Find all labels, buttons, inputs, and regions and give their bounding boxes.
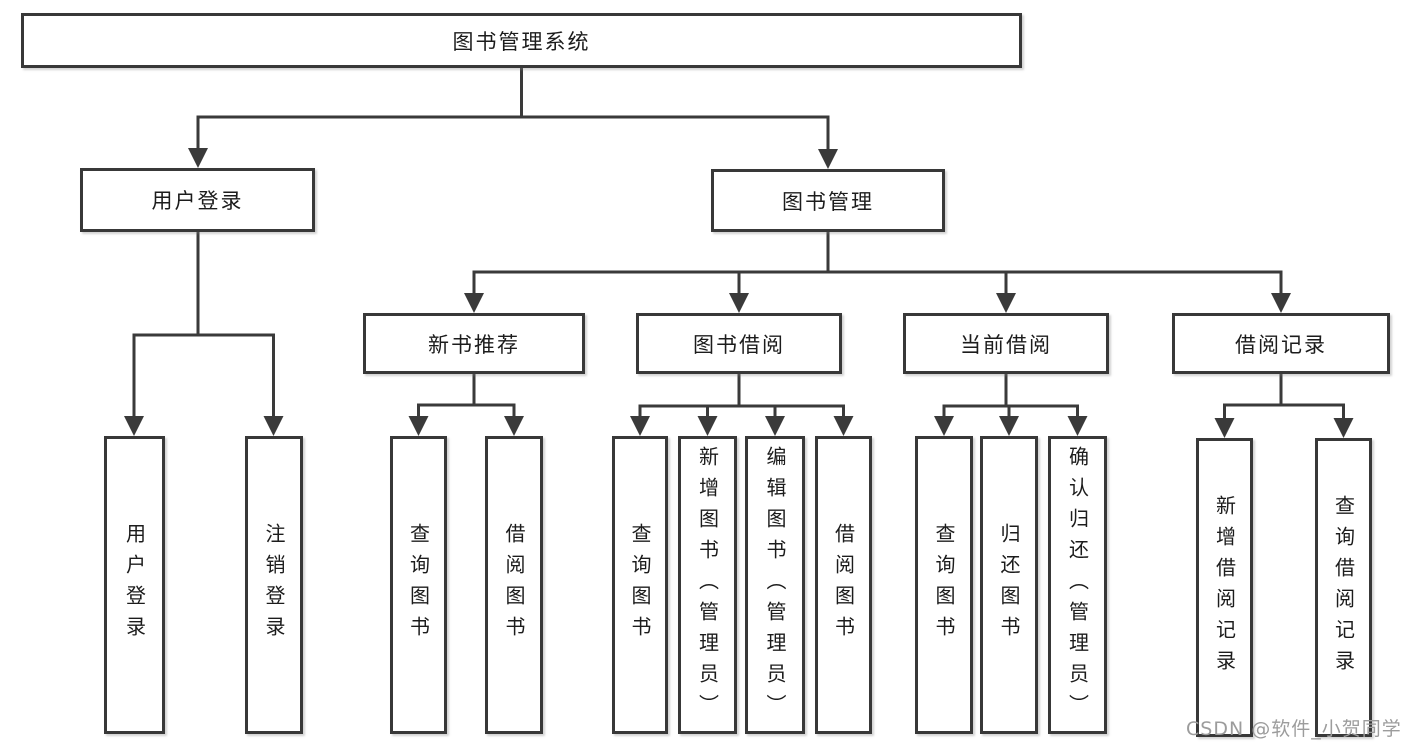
node-user-login: 用户登录 <box>80 168 315 232</box>
node-library-system: 图书管理系统 <box>21 13 1022 68</box>
leaf-user-login: 用户登录 <box>104 436 165 734</box>
connector-book-borrow-children <box>630 374 854 436</box>
connector-current-borrow-children <box>934 374 1088 436</box>
connector-user-login-children <box>124 232 284 436</box>
leaf-edit-book-admin: 编辑图书（管理员） <box>745 436 805 734</box>
node-current-borrow: 当前借阅 <box>903 313 1109 374</box>
node-book-management: 图书管理 <box>711 169 945 232</box>
leaf-query-borrow-record: 查询借阅记录 <box>1315 438 1372 737</box>
connector-new-book-children <box>408 374 524 436</box>
node-new-book-recommend: 新书推荐 <box>363 313 585 374</box>
leaf-query-book-recommend: 查询图书 <box>390 436 447 734</box>
leaf-borrow-book: 借阅图书 <box>815 436 872 734</box>
connector-borrow-record-children <box>1214 374 1354 438</box>
leaf-query-book-current: 查询图书 <box>915 436 973 734</box>
leaf-logout: 注销登录 <box>245 436 303 734</box>
node-borrow-records: 借阅记录 <box>1172 313 1390 374</box>
node-book-borrow: 图书借阅 <box>636 313 842 374</box>
leaf-add-book-admin: 新增图书（管理员） <box>678 436 737 734</box>
leaf-return-book: 归还图书 <box>980 436 1038 734</box>
leaf-borrow-book-recommend: 借阅图书 <box>485 436 543 734</box>
leaf-query-book-borrow: 查询图书 <box>612 436 668 734</box>
leaf-confirm-return-admin: 确认归还（管理员） <box>1048 436 1107 734</box>
watermark: CSDN @软件_小贺同学 <box>1186 718 1402 740</box>
connector-root-to-level2 <box>188 68 838 169</box>
connector-book-management-to-level3 <box>464 232 1291 313</box>
leaf-add-borrow-record: 新增借阅记录 <box>1196 438 1253 737</box>
